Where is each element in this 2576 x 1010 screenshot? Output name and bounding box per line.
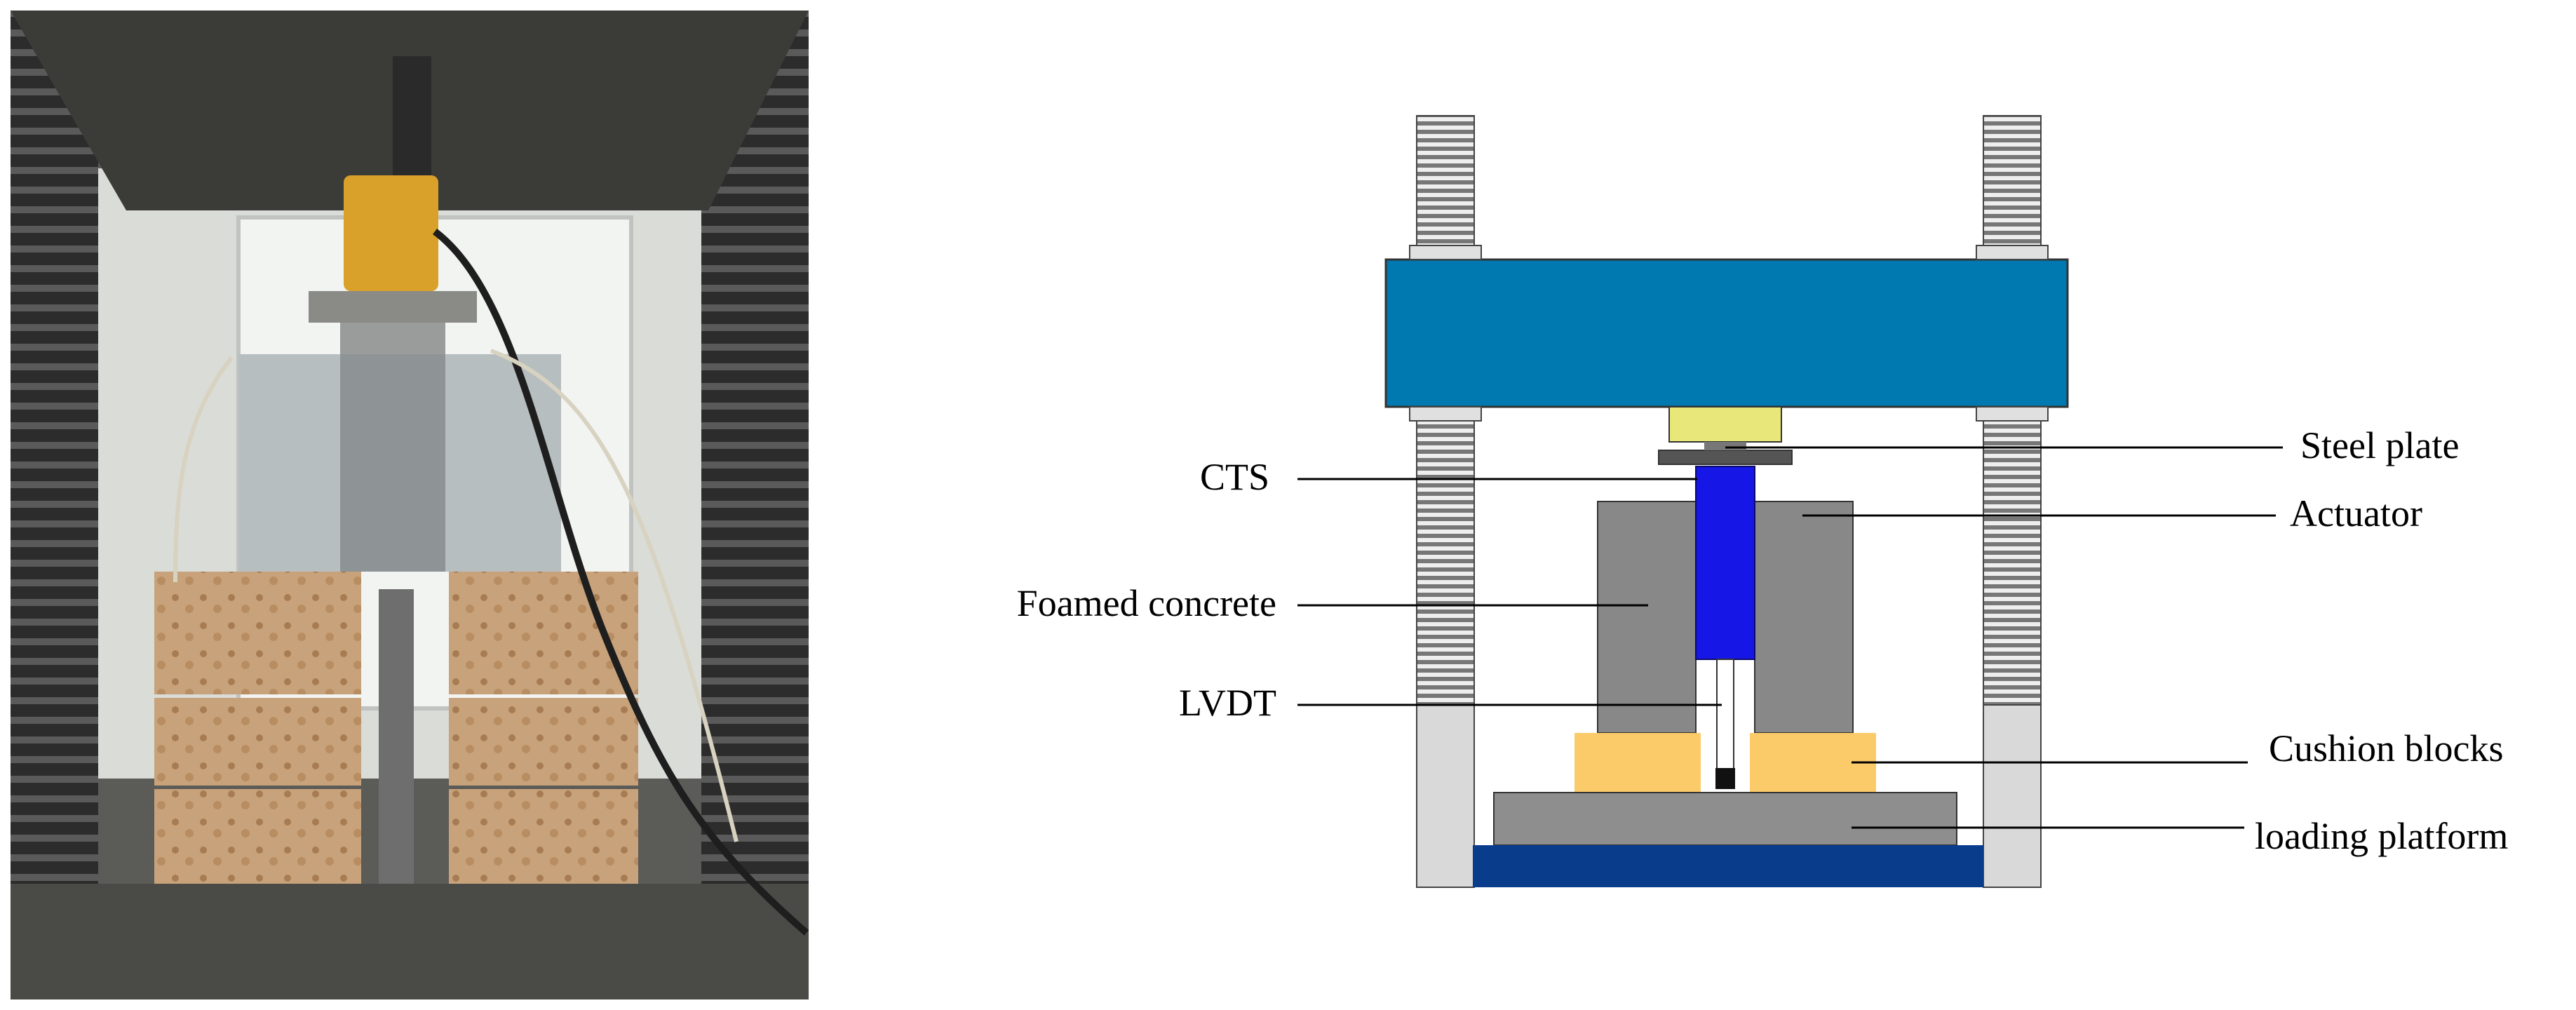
- test-photo: [11, 11, 809, 999]
- label-steel-plate: Steel plate: [2300, 424, 2459, 466]
- magnetic-stand: [379, 589, 414, 884]
- foamed-concrete-left: [1597, 501, 1697, 734]
- label-cushion-blocks: Cushion blocks: [2269, 727, 2504, 769]
- steel-plate: [1658, 450, 1793, 465]
- label-lvdt: LVDT: [1179, 682, 1276, 724]
- cts-member: [1695, 466, 1755, 660]
- actuator-head: [1668, 406, 1782, 443]
- foamed-concrete-right: [1754, 501, 1854, 734]
- crosshead-beam: [1384, 258, 2069, 408]
- press-column-left: [11, 11, 98, 999]
- label-cts: CTS: [1200, 456, 1269, 498]
- label-loading-platform: loading platform: [2255, 815, 2508, 857]
- photo-cushion-block: [154, 572, 361, 694]
- loading-platform: [1493, 792, 1957, 846]
- cushion-block-left: [1574, 733, 1701, 793]
- label-foamed-concrete: Foamed concrete: [1017, 582, 1276, 624]
- lvdt-rod: [1716, 659, 1734, 776]
- load-cell: [344, 175, 438, 291]
- base-plate: [1473, 845, 1983, 887]
- schematic-diagram: CTS Foamed concrete LVDT Steel plate Act…: [1017, 115, 2508, 888]
- label-actuator: Actuator: [2290, 492, 2422, 534]
